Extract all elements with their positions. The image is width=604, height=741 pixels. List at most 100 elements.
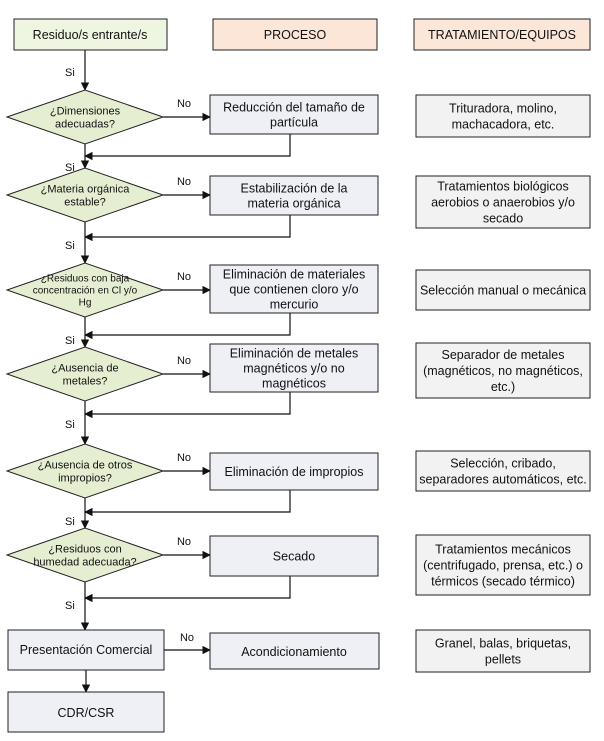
equipment-label-2-line-0: Selección manual o mecánica (420, 283, 586, 297)
input-box (13, 18, 168, 51)
final-equipment-label: Granel, balas, briquetas, pellets (435, 636, 571, 666)
presentation-box (7, 629, 165, 671)
equipment-label-3-line-2: etc.) (491, 380, 515, 394)
equipment-header-label: TRATAMIENTO/EQUIPOS (428, 28, 576, 42)
yes-label-0: Si (65, 67, 75, 79)
decision-label-5-line-0: ¿Residuos con (48, 543, 121, 555)
process-label-5: Secado (273, 549, 315, 563)
equipment-label-5-line-0: Tratamientos mecánicos (435, 542, 571, 556)
decision-label-4-line-1: impropios? (58, 472, 112, 484)
equipment-label-0: Trituradora, molino,machacadora, etc. (449, 101, 557, 131)
decision-label-5-line-1: humedad adecuada? (33, 556, 136, 568)
process-box-5 (209, 535, 379, 577)
decision-diamond-4 (5, 443, 165, 499)
equipment-label-3-line-1: (magnéticos, no magnéticos, (423, 364, 583, 378)
decision-label-2-line-1: concentración en Cl y/o (33, 286, 138, 297)
process-label-3-line-2: magnéticos (262, 376, 326, 390)
decision-label-3-line-0: ¿Ausencia de (51, 362, 118, 374)
equipment-box-0 (415, 94, 591, 138)
decision-label-1-line-1: estable? (64, 196, 106, 208)
conditioning-box (209, 632, 380, 670)
process-label-0-line-0: Reducción del tamaño de (223, 100, 365, 114)
no-label-final: No (180, 632, 194, 644)
equipment-label-5-line-2: térmicos (secado térmico) (431, 574, 575, 588)
decision-label-3-line-1: metales? (63, 375, 108, 387)
process-label-2-line-2: mercurio (270, 297, 319, 311)
decision-label-1-line-0: ¿Materia orgánica (41, 183, 131, 195)
no-label-2: No (177, 271, 191, 283)
equipment-label-3-line-0: Separador de metales (442, 348, 565, 362)
no-label-1: No (177, 176, 191, 188)
process-box-0 (209, 94, 379, 135)
decision-label-0-line-1: adecuadas? (55, 118, 115, 130)
equipment-box-2 (415, 269, 591, 311)
equipment-label-0-line-1: machacadora, etc. (452, 117, 555, 131)
equipment-label-4-line-1: separadores automáticos, etc. (419, 472, 586, 486)
equipment-label-4-line-0: Selección, cribado, (450, 456, 556, 470)
presentation-label: Presentación Comercial (20, 643, 153, 657)
equipment-label-3: Separador de metales (magnéticos, no magn… (423, 348, 583, 394)
process-label-4: Eliminación de impropios (225, 465, 364, 479)
equipment-label-1-line-0: Tratamientos biológicos (437, 179, 569, 193)
decision-diamond-0 (5, 89, 165, 145)
decision-label-2-line-0: ¿Residuos con baja (41, 274, 130, 285)
yes-label-6: Si (65, 600, 75, 612)
return-arrow-5 (84, 576, 291, 603)
return-arrow-3 (84, 392, 291, 419)
output-label: CDR/CSR (58, 706, 115, 720)
final-equipment-label-line-1: pellets (485, 652, 521, 666)
process-label-3-line-1: magnéticos y/o no (243, 361, 344, 375)
process-label-1-line-0: Estabilización de la (240, 181, 347, 195)
process-box-2 (209, 264, 379, 314)
decision-diamond-5 (5, 527, 165, 583)
equipment-label-2: Selección manual o mecánica (420, 283, 586, 297)
decision-diamond-3 (5, 346, 165, 402)
decision-diamond-2 (5, 262, 165, 318)
no-label-3: No (177, 355, 191, 367)
process-header-label: PROCESO (264, 28, 327, 42)
return-arrow-4 (84, 490, 291, 517)
equipment-label-1-line-2: secado (483, 211, 523, 225)
yes-label-2: Si (65, 240, 75, 252)
yes-label-3: Si (65, 335, 75, 347)
process-label-2-line-0: Eliminación de materiales (223, 267, 365, 281)
no-label-0: No (177, 98, 191, 110)
conditioning-label: Acondicionamiento (241, 645, 347, 659)
process-label-4-line-0: Eliminación de impropios (225, 465, 364, 479)
process-label-2-line-1: que contienen cloro y/o (229, 282, 358, 296)
final-equipment-box (415, 629, 591, 673)
equipment-box-5 (415, 534, 591, 596)
output-box (7, 691, 165, 733)
equipment-label-5-line-1: (centrifugado, prensa, etc.) o (423, 558, 583, 572)
process-label-1-line-1: materia orgánica (247, 196, 340, 210)
return-arrow-2 (84, 313, 291, 340)
equipment-header (413, 18, 591, 51)
decision-label-0-line-0: ¿Dimensiones (50, 105, 121, 117)
equipment-label-5: Tratamientos mecánicos (centrifugado, pre… (423, 542, 583, 588)
decision-label-4-line-0: ¿Ausencia de otros (38, 459, 133, 471)
process-header (212, 18, 378, 51)
process-label-3-line-0: Eliminación de metales (230, 346, 359, 360)
yes-label-4: Si (65, 419, 75, 431)
return-arrow-1 (84, 215, 291, 242)
yes-label-5: Si (65, 516, 75, 528)
equipment-label-4: Selección, cribado, separadores automátic… (419, 456, 586, 486)
final-equipment-label-line-0: Granel, balas, briquetas, (435, 636, 571, 650)
no-label-5: No (177, 536, 191, 548)
process-label-5-line-0: Secado (273, 549, 315, 563)
return-arrow-0 (84, 134, 291, 161)
decision-label-2-line-2: Hg (79, 298, 92, 309)
equipment-box-1 (415, 175, 591, 229)
yes-label-1: Si (65, 162, 75, 174)
process-label-0-line-1: partícula (270, 115, 318, 129)
no-label-4: No (177, 452, 191, 464)
